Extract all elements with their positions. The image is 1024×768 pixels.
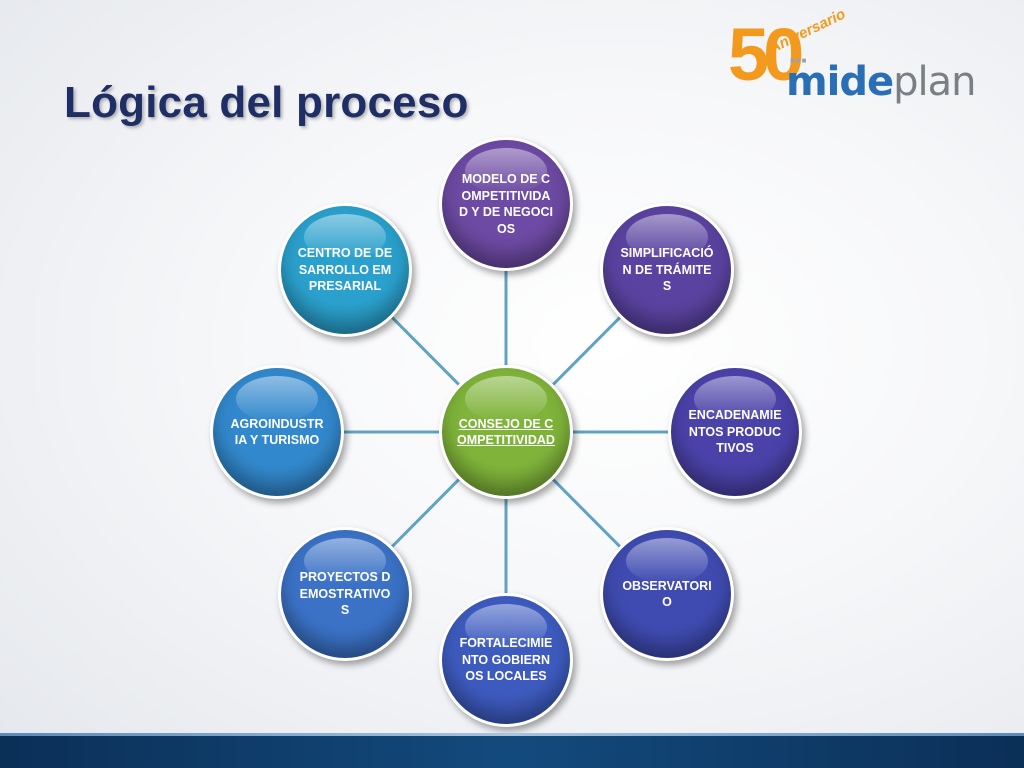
footer-accent-line <box>0 733 1024 736</box>
logo-brand-part1: mide <box>786 59 894 105</box>
node-centro-desarrollo-empresarial[interactable]: CENTRO DE DESARROLLO EMPRESARIAL <box>278 203 412 337</box>
node-label: ENCADENAMIENTOS PRODUCTIVOS <box>688 408 782 456</box>
logo-brand-part2: plan <box>893 59 976 105</box>
node-encadenamientos-productivos[interactable]: ENCADENAMIENTOS PRODUCTIVOS <box>668 365 802 499</box>
node-agroindustria-turismo[interactable]: AGROINDUSTRIA Y TURISMO <box>210 365 344 499</box>
node-label: CONSEJO DE COMPETITIVIDAD <box>457 416 555 448</box>
node-observatorio[interactable]: OBSERVATORIO <box>600 527 734 661</box>
mideplan-logo: 50 Aniversario ■■■ mideplan <box>724 6 977 106</box>
node-consejo-competitividad[interactable]: CONSEJO DE COMPETITIVIDAD <box>439 365 573 499</box>
logo-brand: mideplan <box>786 59 977 105</box>
logo-anniversary-number: 50 <box>728 13 804 96</box>
node-label: PROYECTOS DEMOSTRATIVOS <box>299 570 391 618</box>
node-modelo-competitividad[interactable]: MODELO DE COMPETITIVIDAD Y DE NEGOCIOS <box>439 137 573 271</box>
node-fortalecimiento-gobiernos-locales[interactable]: FORTALECIMIENTO GOBIERNOS LOCALES <box>439 593 573 727</box>
node-label: FORTALECIMIENTO GOBIERNOS LOCALES <box>459 636 553 684</box>
node-simplificacion-tramites[interactable]: SIMPLIFICACIÓN DE TRÁMITES <box>600 203 734 337</box>
slide-title: Lógica del proceso <box>64 78 469 127</box>
node-label: SIMPLIFICACIÓN DE TRÁMITES <box>620 246 714 294</box>
node-label: OBSERVATORIO <box>622 578 712 610</box>
node-label: AGROINDUSTRIA Y TURISMO <box>230 416 324 448</box>
footer-band <box>0 736 1024 768</box>
logo-dots-icon: ■■■ <box>790 56 808 65</box>
node-label: CENTRO DE DESARROLLO EMPRESARIAL <box>297 246 393 294</box>
node-label: MODELO DE COMPETITIVIDAD Y DE NEGOCIOS <box>458 172 553 236</box>
node-proyectos-demostrativos[interactable]: PROYECTOS DEMOSTRATIVOS <box>278 527 412 661</box>
